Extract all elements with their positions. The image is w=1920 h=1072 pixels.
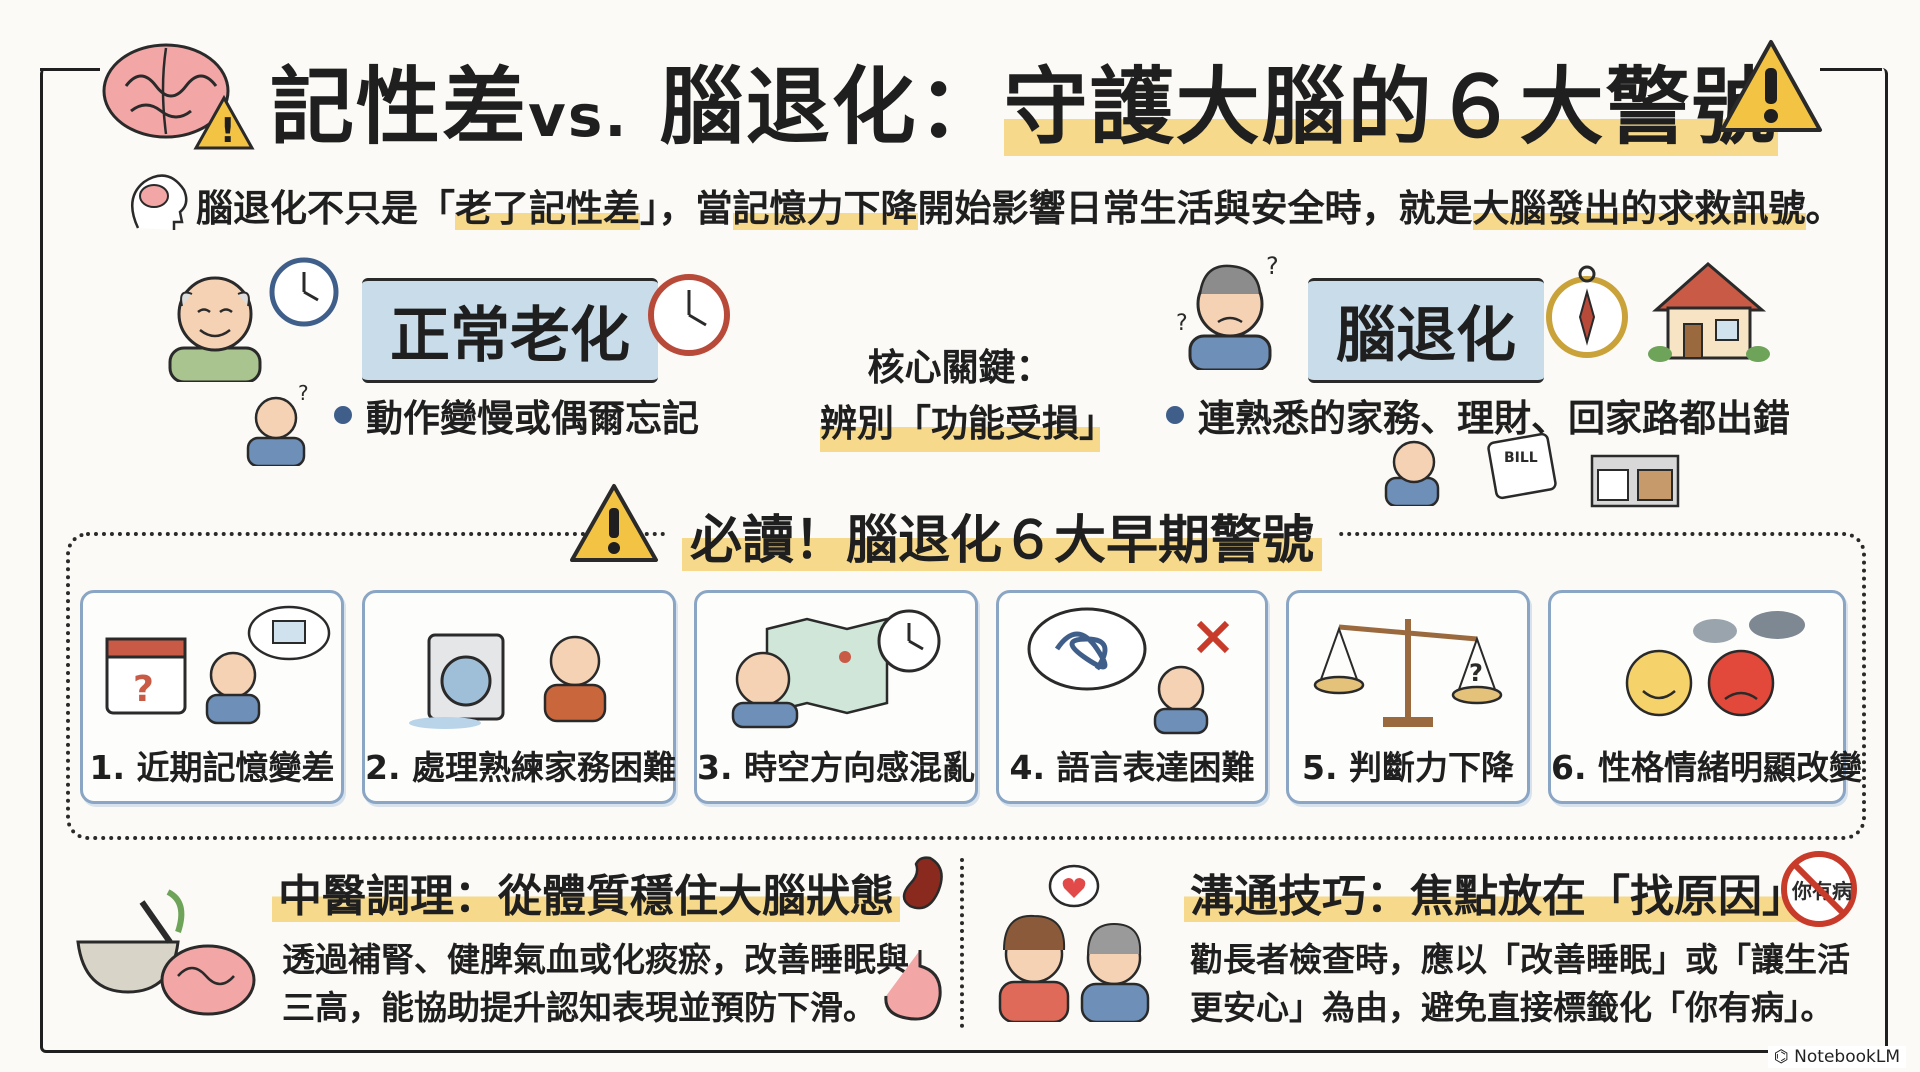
sign-card-5: ? 5. 判斷力下降 bbox=[1286, 590, 1530, 804]
calendar-question-icon: ? bbox=[105, 605, 331, 725]
frame-top-right bbox=[1820, 68, 1882, 71]
thinking-person-icon: ? bbox=[246, 382, 309, 466]
sign-card-4: 4. 語言表達困難 bbox=[996, 590, 1268, 804]
warning-icon bbox=[1720, 40, 1822, 132]
page-title: 記性差vs. 腦退化：守護大腦的６大警號 bbox=[270, 58, 1778, 156]
sign-card-2: 2. 處理熟練家務困難 bbox=[362, 590, 676, 804]
house-icon bbox=[1648, 262, 1770, 362]
brain-warning-icon: ! bbox=[102, 43, 255, 151]
sign-card-6: 6. 性格情緒明顯改變 bbox=[1548, 590, 1862, 804]
kitchen-stove-icon bbox=[1590, 454, 1680, 508]
washing-machine-icon bbox=[409, 633, 607, 729]
comm-title: 溝通技巧：焦點放在「找原因」 bbox=[1184, 860, 1812, 924]
intro-text: 腦退化不只是「老了記性差」，當記憶力下降開始影響日常生活與安全時，就是大腦發出的… bbox=[196, 187, 1843, 230]
bullet-dot bbox=[334, 406, 352, 424]
sign-label: 6. 性格情緒明顯改變 bbox=[1551, 748, 1862, 787]
tcm-text: 透過補腎、健脾氣血或化痰瘀，改善睡眠與 三高，能協助提升認知表現並預防下滑。 bbox=[282, 940, 909, 1027]
scale-icon: ? bbox=[1313, 619, 1503, 727]
svg-text:!: ! bbox=[220, 111, 236, 151]
map-clock-icon bbox=[731, 609, 941, 729]
sign-card-3: 3. 時空方向感混亂 bbox=[694, 590, 978, 804]
sign-label: 2. 處理熟練家務困難 bbox=[365, 748, 676, 787]
page-frame bbox=[40, 68, 1888, 1053]
no-label-icon: 你有病 bbox=[1781, 851, 1857, 927]
svg-text:?: ? bbox=[1266, 252, 1279, 280]
dementia-banner: 腦退化 bbox=[1308, 278, 1544, 383]
normal-aging-banner: 正常老化 bbox=[362, 278, 658, 383]
sign-card-1: ? 1. 近期記憶變差 bbox=[80, 590, 344, 804]
mood-change-icon bbox=[1625, 611, 1805, 717]
tcm-title: 中醫調理：從體質穩住大腦狀態 bbox=[272, 860, 900, 924]
head-brain-icon bbox=[131, 174, 188, 230]
conversation-icon bbox=[998, 864, 1150, 1022]
frame-top-left bbox=[40, 68, 100, 71]
confused-elderly-icon: ? ? bbox=[1176, 252, 1279, 370]
bullet-dot bbox=[1166, 406, 1184, 424]
dementia-point: 連熟悉的家務、理財、回家路都出錯 bbox=[1166, 388, 1790, 442]
warning-icon bbox=[570, 484, 658, 562]
sign-label: 4. 語言表達困難 bbox=[1009, 748, 1255, 787]
sign-label: 5. 判斷力下降 bbox=[1302, 748, 1514, 787]
svg-text:?: ? bbox=[1469, 659, 1483, 687]
bottom-divider bbox=[960, 858, 964, 1028]
svg-text:?: ? bbox=[298, 382, 309, 405]
mortar-brain-icon bbox=[76, 889, 256, 1016]
svg-text:?: ? bbox=[1176, 311, 1188, 336]
stomach-icon bbox=[884, 950, 942, 1021]
bill-icon: BILL bbox=[1487, 432, 1557, 500]
kidney-bean-icon bbox=[902, 856, 943, 910]
normal-aging-point: 動作變慢或偶爾忘記 bbox=[334, 388, 699, 442]
elderly-man-icon bbox=[168, 276, 262, 382]
core-key: 核心關鍵： 辨別「功能受損」 bbox=[820, 340, 1116, 452]
notebooklm-credit: ⌬ NotebookLM bbox=[1767, 1046, 1906, 1068]
compass-icon bbox=[1546, 265, 1628, 358]
signs-title: 必讀！腦退化６大早期警號 bbox=[666, 498, 1339, 573]
alarm-clock-icon bbox=[648, 274, 730, 356]
sign-label: 3. 時空方向感混亂 bbox=[697, 748, 975, 787]
bill-label: BILL bbox=[1504, 450, 1538, 466]
sad-person-icon bbox=[1384, 440, 1440, 506]
tangled-speech-icon bbox=[1027, 607, 1230, 735]
comm-text: 勸長者檢查時，應以「改善睡眠」或「讓生活 更安心」為由，避免直接標籤化「你有病」… bbox=[1190, 940, 1850, 1027]
sign-label: 1. 近期記憶變差 bbox=[89, 748, 335, 787]
svg-text:?: ? bbox=[133, 669, 154, 710]
clock-icon bbox=[269, 257, 339, 327]
